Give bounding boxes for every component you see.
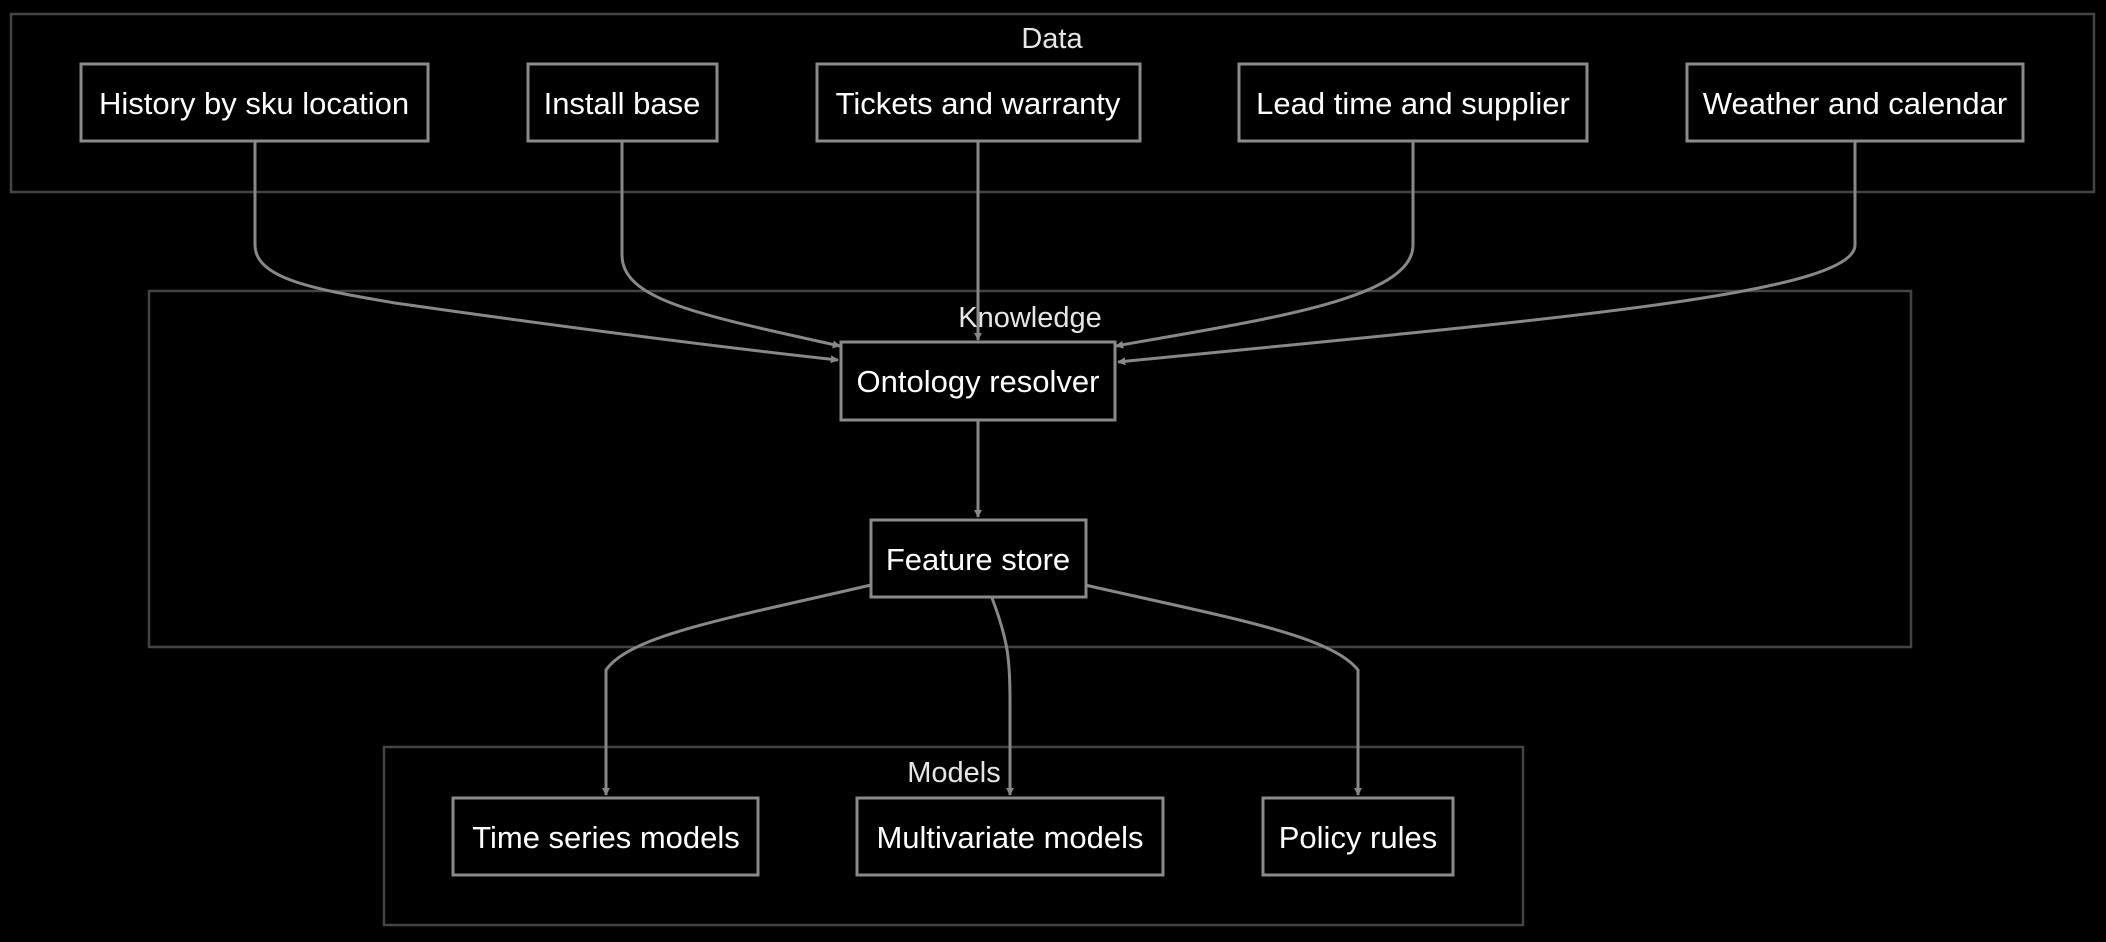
node-tickets-box[interactable] <box>815 62 1142 143</box>
node-multivariate-label: Multivariate models <box>876 820 1143 855</box>
node-policy[interactable]: Policy rules <box>1261 796 1455 877</box>
node-history[interactable]: History by sku location <box>79 62 430 143</box>
edge-feature-to-timeseries <box>602 583 872 796</box>
node-install-label: Install base <box>544 86 701 121</box>
node-tickets[interactable]: Tickets and warranty <box>815 62 1142 143</box>
node-multivariate[interactable]: Multivariate models <box>855 796 1165 877</box>
node-lead[interactable]: Lead time and supplier <box>1237 62 1589 143</box>
node-ontology-label: Ontology resolver <box>857 364 1100 399</box>
node-weather-box[interactable] <box>1685 62 2025 143</box>
node-history-box[interactable] <box>79 62 430 143</box>
edge-history-to-ontology <box>253 142 839 364</box>
node-policy-label: Policy rules <box>1279 820 1438 855</box>
node-lead-label: Lead time and supplier <box>1256 86 1570 121</box>
node-timeseries[interactable]: Time series models <box>451 796 760 877</box>
node-ontology[interactable]: Ontology resolver <box>839 340 1117 422</box>
node-install-box[interactable] <box>526 62 719 143</box>
node-multivariate-box[interactable] <box>855 796 1165 877</box>
cluster-data-label: Data <box>1021 23 1083 55</box>
node-feature[interactable]: Feature store <box>869 518 1088 599</box>
node-policy-box[interactable] <box>1261 796 1455 877</box>
cluster-models: Models <box>382 745 1525 927</box>
cluster-knowledge-border <box>147 289 1913 649</box>
node-history-label: History by sku location <box>99 86 409 121</box>
edge-lead-to-ontology <box>1115 142 1415 349</box>
cluster-data: Data <box>9 12 2096 194</box>
node-feature-box[interactable] <box>869 518 1088 599</box>
node-feature-label: Feature store <box>886 542 1070 577</box>
edges <box>253 142 1857 796</box>
cluster-knowledge: Knowledge <box>147 289 1913 649</box>
edge-feature-to-multivariate <box>990 597 1014 796</box>
node-timeseries-label: Time series models <box>472 820 740 855</box>
edge-feature-to-policy <box>1084 583 1362 796</box>
node-timeseries-box[interactable] <box>451 796 760 877</box>
cluster-models-border <box>382 745 1525 927</box>
node-install[interactable]: Install base <box>526 62 719 143</box>
node-tickets-label: Tickets and warranty <box>836 86 1121 121</box>
cluster-models-label: Models <box>907 757 1001 789</box>
edge-weather-to-ontology <box>1117 142 1857 366</box>
node-lead-box[interactable] <box>1237 62 1589 143</box>
edge-install-to-ontology <box>620 142 841 349</box>
node-weather[interactable]: Weather and calendar <box>1685 62 2025 143</box>
cluster-data-border <box>9 12 2096 194</box>
node-weather-label: Weather and calendar <box>1703 86 2007 121</box>
node-ontology-box[interactable] <box>839 340 1117 422</box>
cluster-knowledge-label: Knowledge <box>958 302 1102 334</box>
